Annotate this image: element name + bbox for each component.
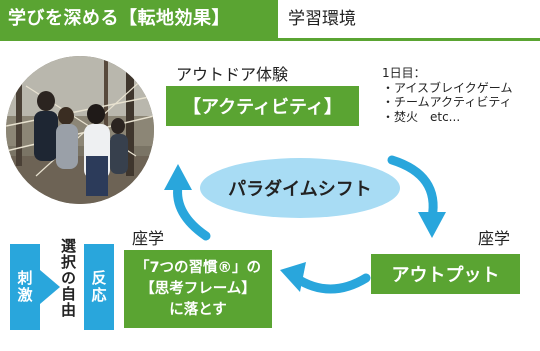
habits-line: 「7つの習慣®」の <box>134 259 262 276</box>
page-title: 学びを深める【転地効果】 <box>0 0 278 38</box>
outdoor-activity-photo <box>6 56 154 204</box>
output-lecture-label: 座学 <box>478 229 511 248</box>
day1-heading: 1日目： <box>382 66 426 80</box>
lecture-label: 座学 <box>132 229 165 248</box>
outdoor-experience-label: アウトドア体験 <box>176 65 289 84</box>
day1-activity-list: 1日目： ・アイスブレイクゲーム ・チームアクティビティ ・焚火 etc... <box>382 66 512 124</box>
output-box: アウトプット <box>371 254 520 294</box>
activity-box: 【アクティビティ】 <box>166 86 359 126</box>
section-label: 学習環境 <box>288 9 356 29</box>
stimulus-box: 刺激 <box>10 244 40 330</box>
list-item: ・アイスブレイクゲーム <box>382 80 513 95</box>
habits-line: に落とす <box>169 301 227 318</box>
arrowhead-to-activity <box>164 164 192 190</box>
arrowhead-to-zagaku <box>280 262 306 292</box>
arrowhead-to-output <box>418 212 446 238</box>
paradigm-shift-ellipse: パラダイムシフト <box>200 158 400 218</box>
title-underline <box>0 38 540 41</box>
seven-habits-box: 「7つの習慣®」の 【思考フレーム】 に落とす <box>124 250 272 328</box>
list-item: ・焚火 etc... <box>382 109 461 124</box>
freedom-of-choice-text: 選択の自由 <box>59 238 77 318</box>
habits-line: 【思考フレーム】 <box>140 280 256 297</box>
photo-illustration <box>6 56 154 204</box>
list-item: ・チームアクティビティ <box>382 95 512 109</box>
response-box: 反応 <box>84 244 114 330</box>
arrow-to-zagaku <box>291 273 371 294</box>
